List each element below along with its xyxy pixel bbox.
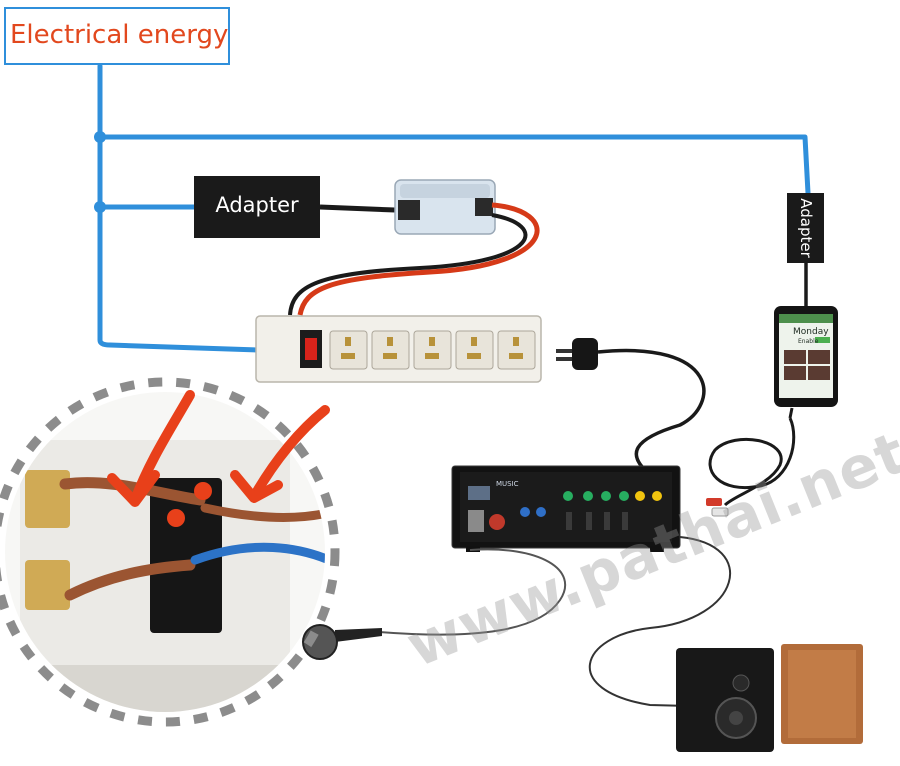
mic-cable bbox=[379, 548, 567, 636]
phone-day-text: Monday bbox=[793, 327, 829, 337]
speaker-cable bbox=[588, 536, 732, 707]
switch-module bbox=[394, 179, 496, 235]
black-cable bbox=[288, 213, 528, 316]
title-box: Electrical energy bbox=[4, 7, 230, 65]
power-strip-outlets bbox=[329, 330, 536, 370]
amplifier bbox=[451, 465, 681, 552]
microphone bbox=[302, 624, 382, 660]
amplifier-brand: MUSIC bbox=[496, 480, 519, 488]
rca-plugs bbox=[706, 498, 729, 517]
adapter-cable bbox=[319, 204, 396, 213]
power-strip bbox=[255, 315, 542, 383]
wire-junctions bbox=[94, 131, 106, 213]
amp-power-cable bbox=[597, 348, 706, 472]
plug bbox=[556, 338, 598, 370]
adapter-label-left-text: Adapter bbox=[215, 193, 299, 217]
adapter-label-right: Adapter bbox=[787, 193, 824, 263]
speakers bbox=[676, 644, 863, 752]
phone-status-text: Enable bbox=[798, 338, 819, 345]
aux-cable bbox=[708, 407, 796, 507]
red-arrows bbox=[107, 390, 330, 507]
diagram-title: Electrical energy bbox=[10, 20, 229, 50]
red-cable bbox=[297, 202, 540, 316]
adapter-label-right-text: Adapter bbox=[796, 198, 815, 258]
mains-wiring bbox=[97, 63, 811, 353]
smartphone bbox=[774, 306, 838, 407]
adapter-label-left: Adapter bbox=[194, 176, 320, 238]
